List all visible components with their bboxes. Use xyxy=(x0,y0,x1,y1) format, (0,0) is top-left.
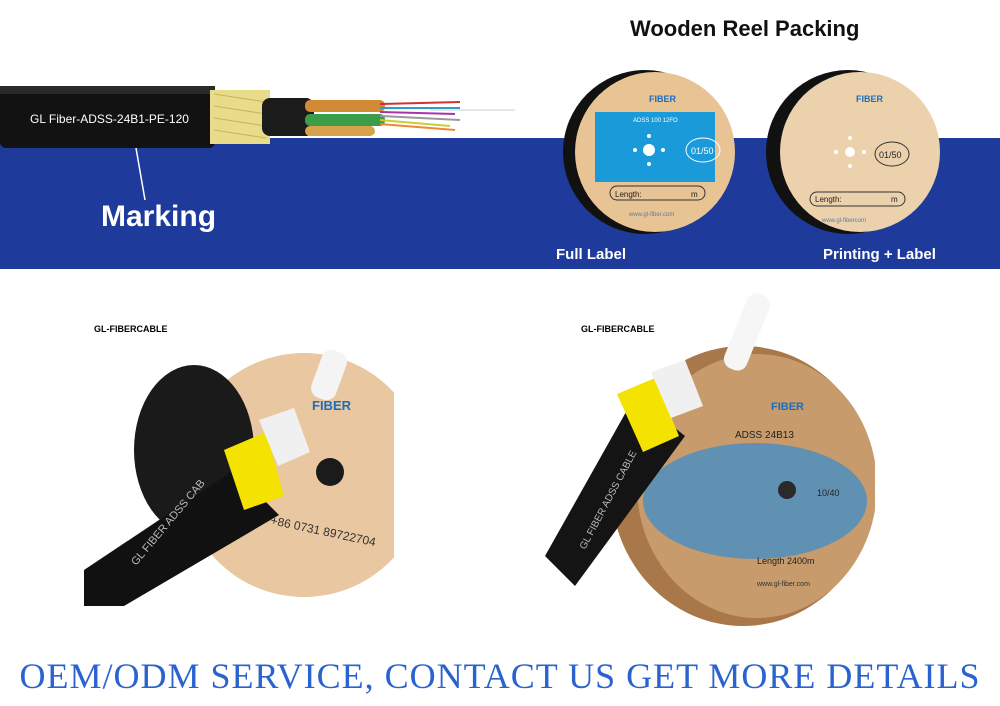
watermark: GL-FIBERCABLE xyxy=(581,324,655,334)
cable-jacket xyxy=(84,470,279,606)
full-label-caption: Full Label xyxy=(556,246,627,263)
watermark: GL-FIBERCABLE xyxy=(94,324,168,334)
cable-illustration: GL Fiber-ADSS-24B1-PE-120 xyxy=(0,86,515,201)
cable-jacket xyxy=(0,86,215,148)
printing-label-caption: Printing + Label xyxy=(823,246,936,263)
footer-banner: OEM/ODM SERVICE, CONTACT US GET MORE DET… xyxy=(19,656,981,696)
drum-brand: FIBER xyxy=(771,401,804,413)
svg-text:m: m xyxy=(691,190,698,199)
svg-text:m: m xyxy=(891,195,898,204)
reel-hub-hole xyxy=(316,458,344,486)
aramid-yarn xyxy=(210,90,270,144)
reel-brand: FIBER xyxy=(649,94,677,104)
marking-label: Marking xyxy=(101,200,217,233)
aramid-yarn xyxy=(617,378,679,452)
aramid-yarn xyxy=(224,432,284,510)
reel-label-panel xyxy=(595,112,715,182)
photo-right-drum: FIBER ADSS 24B13 10/40 Length 2400m www.… xyxy=(545,286,875,632)
reel-brand: FIBER xyxy=(312,398,352,413)
reel-product: ADSS 100 12FO xyxy=(633,118,678,124)
page-title: Wooden Reel Packing xyxy=(630,16,860,41)
reel-printing-label: FIBER 01/50 Length: m www.gl-fibercom xyxy=(766,70,940,234)
reel-count: 01/50 xyxy=(691,146,714,156)
fiber-strands xyxy=(379,101,515,131)
reel-website: www.gl-fibercom xyxy=(821,218,866,224)
drum-length: Length 2400m xyxy=(757,556,815,566)
drum-product: ADSS 24B13 xyxy=(735,430,794,441)
drum-label-panel xyxy=(643,443,867,559)
inner-sheath xyxy=(262,98,314,136)
cable-marking-text: GL Fiber-ADSS-24B1-PE-120 xyxy=(30,112,189,126)
reel-length-label: Length: xyxy=(615,190,642,199)
reel-brand: FIBER xyxy=(856,94,884,104)
reel-length-label: Length: xyxy=(815,195,842,204)
drum-count: 10/40 xyxy=(817,488,840,498)
reel-count: 01/50 xyxy=(879,150,902,160)
reel-website: www.gl-fiber.com xyxy=(628,212,674,218)
reel-full-label: FIBER ADSS 100 12FO 01/50 Length: m www.… xyxy=(563,70,735,234)
drum-website: www.gl-fiber.com xyxy=(756,581,810,588)
marking-pointer xyxy=(135,147,146,201)
photo-left-reel: FIBER +86 0731 89722704 GL FIBER ADSS CA… xyxy=(84,320,394,606)
